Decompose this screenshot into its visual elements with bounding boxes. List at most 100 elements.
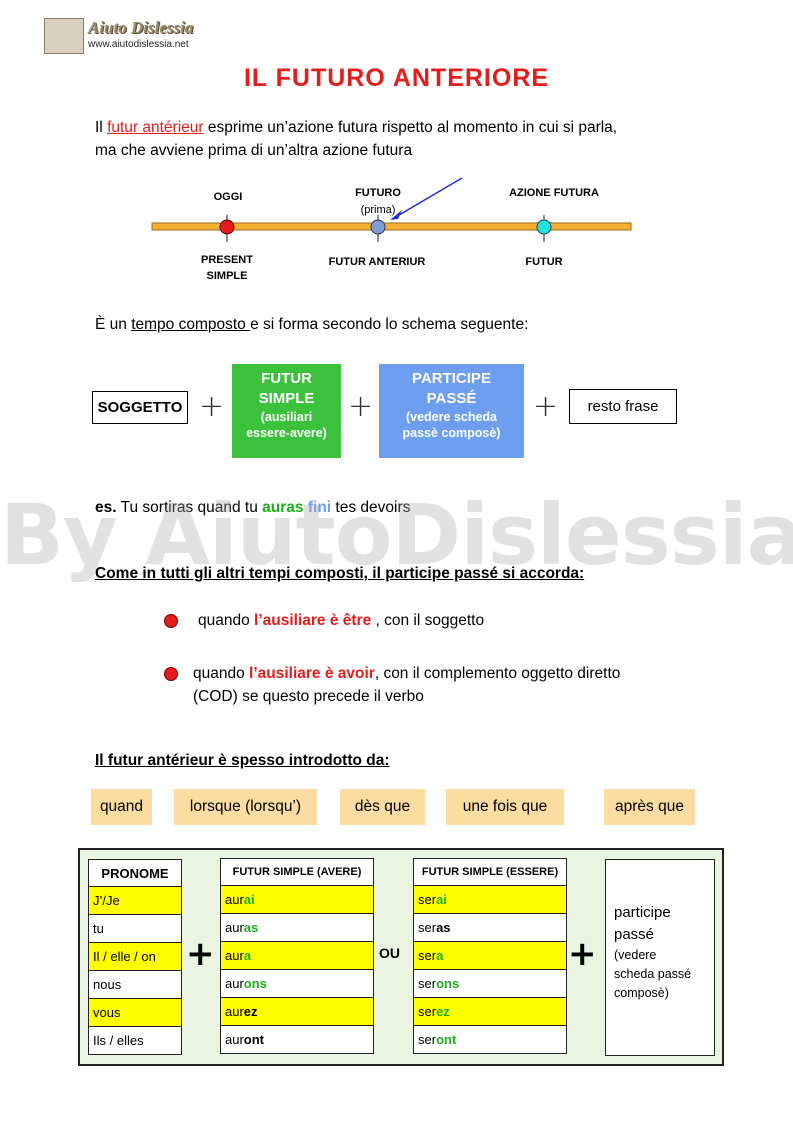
rule-2-red: l’ausiliare è avoir	[249, 665, 375, 682]
essere-ending: ons	[436, 976, 460, 991]
essere-row: seront	[413, 1025, 567, 1054]
example-sentence: es. Tu sortiras quand tu auras fini tes …	[95, 496, 410, 519]
schema-participe-line1: PARTICIPE	[412, 370, 491, 387]
chip-apres-que: après que	[604, 789, 695, 825]
schema-participe-line3: (vedere scheda	[405, 410, 498, 424]
compose-prefix: È un	[95, 316, 132, 333]
schema-futur-line1: FUTUR	[261, 370, 312, 387]
essere-row: serez	[413, 997, 567, 1026]
compose-term: tempo composto	[131, 316, 251, 333]
rule-bullet-2	[164, 667, 178, 681]
table-ou: OU	[379, 945, 400, 961]
rule-2-pre: quando	[193, 665, 250, 682]
timeline-label-azione: AZIONE FUTURA	[509, 187, 599, 199]
intro-line2: ma che avviene prima di un’altra azione …	[95, 142, 413, 159]
avere-row: aurez	[220, 997, 374, 1026]
avere-table: FUTUR SIMPLE (AVERE) aurai auras aura au…	[220, 858, 374, 1054]
avere-header: FUTUR SIMPLE (AVERE)	[220, 858, 374, 886]
essere-ending: ai	[436, 892, 447, 907]
participe-note1: (vedere	[614, 948, 657, 962]
timeline-dot-azione	[536, 219, 552, 235]
pronome-header: PRONOME	[88, 859, 182, 887]
essere-ending: a	[436, 948, 444, 963]
avere-row: aurons	[220, 969, 374, 998]
watermark: By AiutoDislessia.net	[0, 486, 793, 584]
essere-row: sera	[413, 941, 567, 970]
chip-lorsque: lorsque (lorsqu’)	[174, 789, 317, 825]
essere-ending: as	[436, 920, 451, 935]
rule-1: quando l’ausiliare è être , con il sogge…	[198, 609, 484, 632]
schema-participe-line4: passè composè)	[402, 426, 501, 440]
avere-row: auront	[220, 1025, 374, 1054]
avere-ending: a	[243, 948, 252, 963]
rule-1-pre: quando	[198, 612, 255, 629]
participe-note3: composè)	[614, 986, 669, 1000]
timeline-arrowhead	[390, 210, 402, 220]
compose-rest: e si forma secondo lo schema seguente:	[250, 316, 529, 333]
logo-image	[44, 18, 84, 54]
example-label: es.	[95, 499, 117, 516]
intro-term: futur antérieur	[107, 119, 204, 136]
pronome-row: tu	[88, 914, 182, 943]
timeline-dot-oggi	[219, 219, 235, 235]
schema-participe-line2: PASSÉ	[426, 390, 477, 407]
avere-ending: ez	[243, 1004, 258, 1019]
timeline-label-prima: (prima)	[360, 204, 396, 216]
pronome-row: Ils / elles	[88, 1026, 182, 1055]
example-part1: Tu sortiras quand tu	[116, 499, 263, 516]
participe-line1: participe	[614, 904, 671, 921]
schema-plus-1: +	[199, 389, 225, 424]
avere-stem: aur	[225, 892, 244, 907]
intro-paragraph: Il futur antérieur esprime un’azione fut…	[95, 116, 715, 162]
timeline-label-futur-anterieur: FUTUR ANTERIUR	[328, 256, 426, 268]
table-plus-1: +	[186, 934, 215, 974]
rule-2-line2: (COD) se questo precede il verbo	[193, 688, 424, 705]
essere-row: serons	[413, 969, 567, 998]
avere-row: auras	[220, 913, 374, 942]
intro-rest: esprime un’azione futura rispetto al mom…	[203, 119, 618, 136]
compose-sentence: È un tempo composto e si forma secondo l…	[95, 313, 528, 336]
essere-stem: ser	[418, 920, 437, 935]
timeline-dot-futuro	[370, 219, 386, 235]
rule-1-red: l’ausiliare è être	[254, 612, 372, 629]
rule-heading: Come in tutti gli altri tempi composti, …	[95, 565, 585, 582]
schema-plus-2: +	[348, 389, 374, 424]
example-part2: tes devoirs	[331, 499, 411, 516]
schema-soggetto: SOGGETTO	[92, 391, 188, 424]
essere-header: FUTUR SIMPLE (ESSERE)	[413, 858, 567, 886]
schema-participe-passe: PARTICIPE PASSÉ (vedere scheda passè com…	[379, 364, 524, 458]
avere-row: aura	[220, 941, 374, 970]
pronome-row: Il / elle / on	[88, 942, 182, 971]
timeline-label-present: PRESENT SIMPLE	[201, 254, 253, 282]
intro-prefix: Il	[95, 119, 108, 136]
schema-futur-simple: FUTUR SIMPLE (ausiliari essere-avere)	[232, 364, 341, 458]
essere-ending: ont	[436, 1032, 457, 1047]
avere-ending: ont	[243, 1032, 265, 1047]
essere-row: serai	[413, 885, 567, 914]
pronome-row: vous	[88, 998, 182, 1027]
pronome-row: J’/Je	[88, 886, 182, 915]
essere-row: seras	[413, 913, 567, 942]
schema-resto-frase: resto frase	[569, 389, 677, 424]
schema-futur-line3: (ausiliari	[260, 410, 313, 424]
avere-stem: aur	[225, 976, 244, 991]
logo: Aiuto Dislessia www.aiutodislessia.net	[44, 18, 196, 54]
intro-heading: Il futur antérieur è spesso introdotto d…	[95, 752, 390, 769]
participe-line2: passé	[614, 926, 655, 943]
pronome-row: nous	[88, 970, 182, 999]
rule-bullet-1	[164, 614, 178, 628]
timeline-arrow	[393, 177, 463, 219]
avere-stem: aur	[225, 1032, 244, 1047]
chip-des-que: dès que	[340, 789, 425, 825]
avere-ending: as	[243, 920, 259, 935]
logo-title: Aiuto Dislessia	[88, 18, 194, 37]
schema-plus-3: +	[533, 389, 559, 424]
rule-1-post: , con il soggetto	[371, 612, 485, 629]
timeline	[151, 177, 632, 242]
avere-row: aurai	[220, 885, 374, 914]
chip-une-fois-que: une fois que	[446, 789, 564, 825]
essere-stem: ser	[418, 976, 437, 991]
participe-note2: scheda passé	[614, 967, 692, 981]
avere-ending: ai	[243, 892, 255, 907]
example-fini: fini	[307, 499, 332, 516]
